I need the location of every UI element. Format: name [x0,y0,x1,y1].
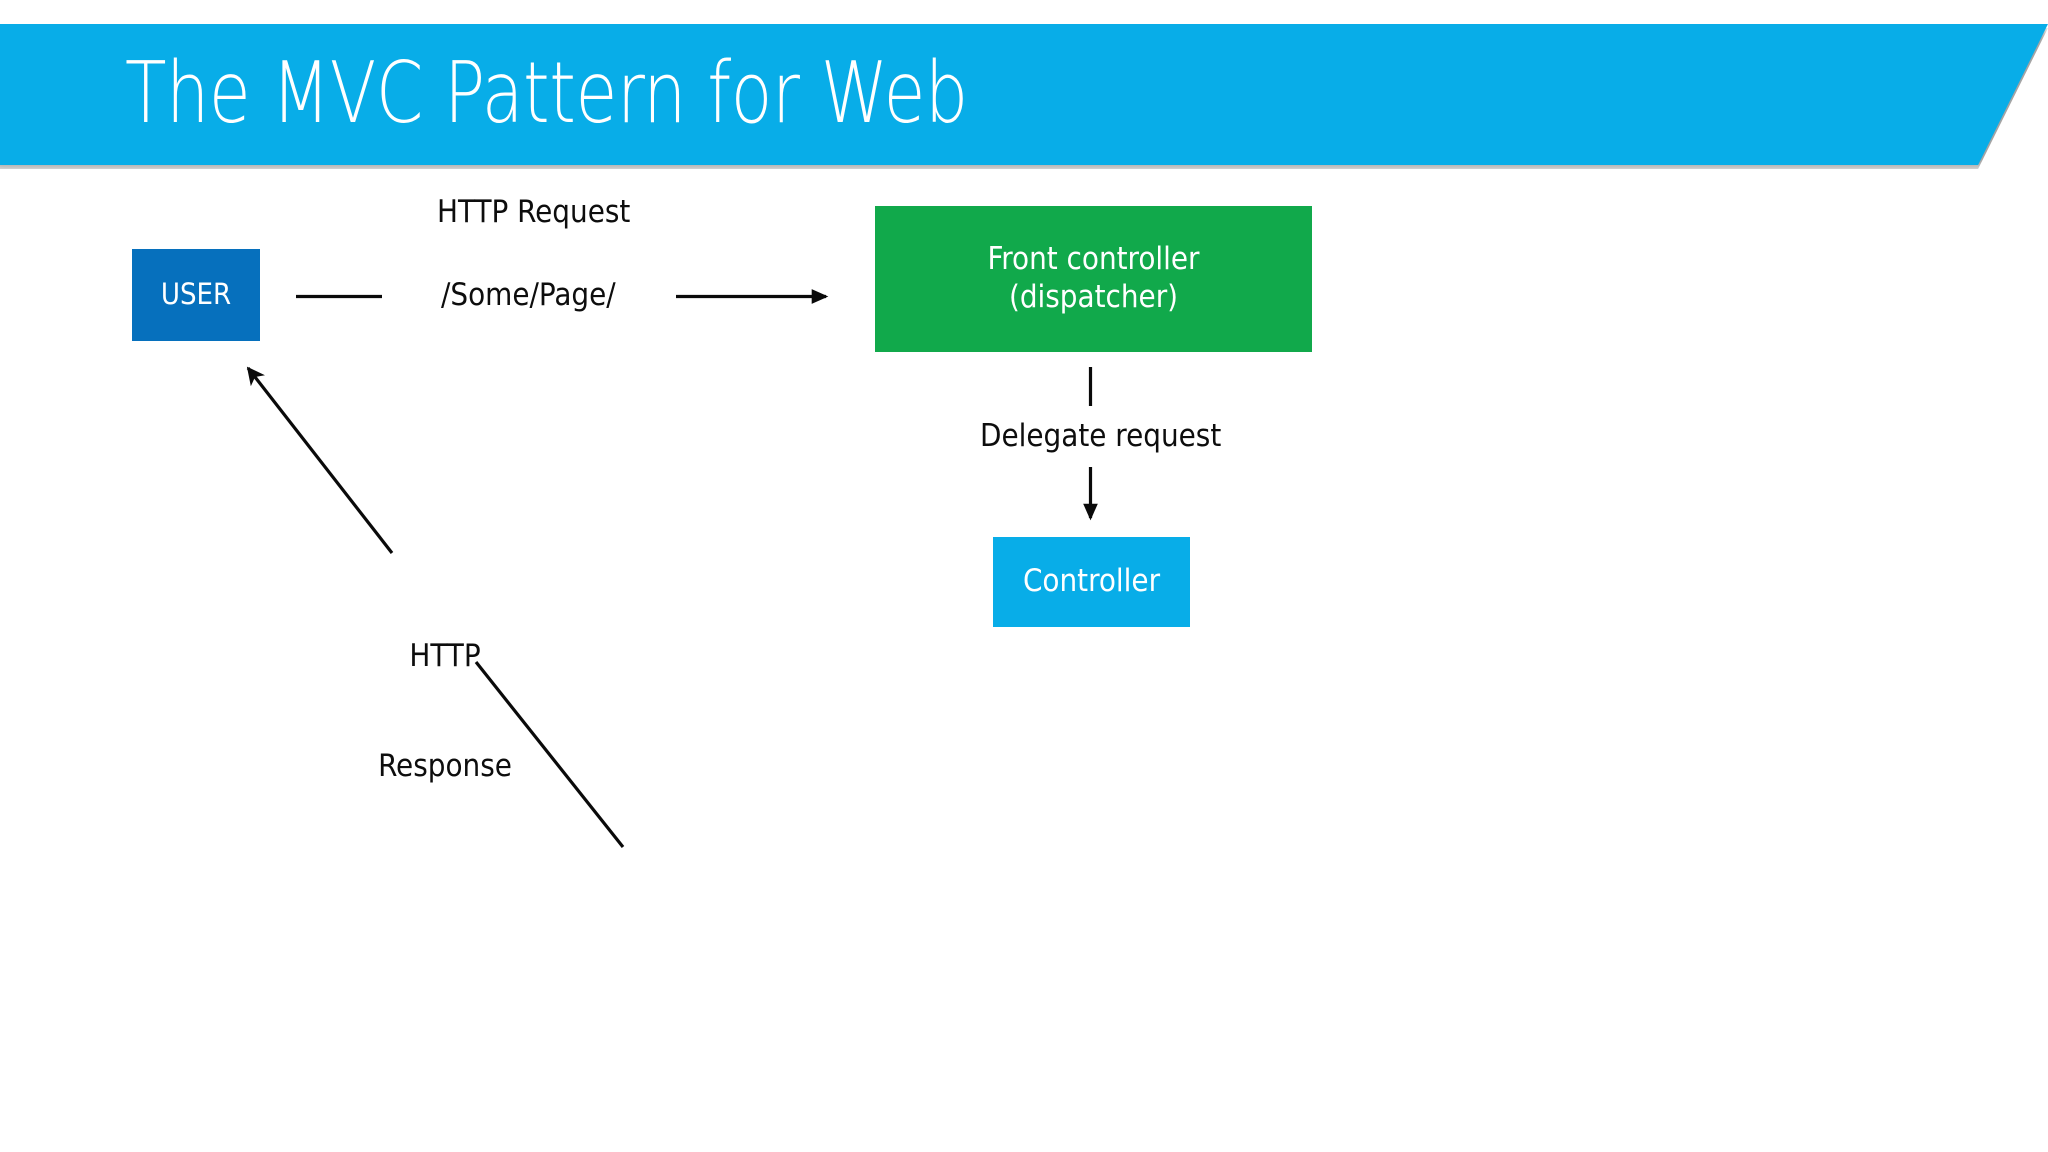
label-http-response-line1: HTTP [409,638,481,675]
label-http-response-line2: Response [378,747,512,784]
node-front-controller-label-line1: Front controller [987,241,1200,278]
node-user[interactable]: USER [132,249,260,341]
label-request-path: /Some/Page/ [441,277,616,313]
node-controller[interactable]: Controller [993,537,1190,627]
node-controller-label: Controller [1022,563,1161,600]
label-delegate-request: Delegate request [980,418,1222,454]
node-front-controller-label-line2: (dispatcher) [1008,279,1179,315]
page-title: The MVC Pattern for Web [125,44,968,143]
node-front-controller-label: Front controller (dispatcher) [987,241,1199,317]
http-response-arrow-upper [246,366,394,554]
node-user-label: USER [160,277,232,312]
title-banner: The MVC Pattern for Web [0,24,2048,169]
label-http-request: HTTP Request [437,194,631,230]
title-banner-shape [0,24,2048,165]
label-http-response: HTTP Response [375,565,515,858]
node-front-controller[interactable]: Front controller (dispatcher) [875,206,1312,352]
